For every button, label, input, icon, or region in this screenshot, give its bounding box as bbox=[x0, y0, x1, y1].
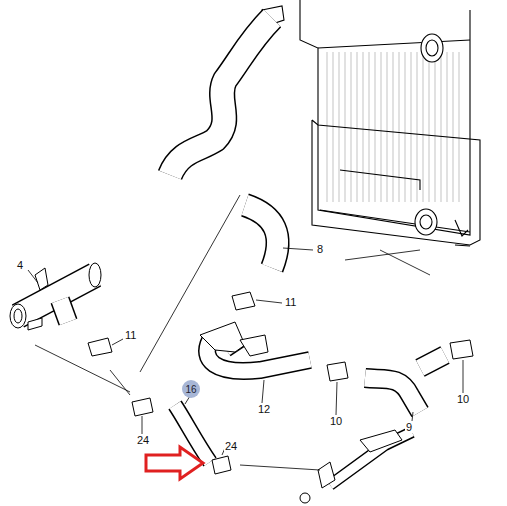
callout-number: 11 bbox=[124, 329, 137, 341]
highlight-circle: 16 bbox=[182, 380, 200, 398]
callout-number: 8 bbox=[316, 243, 324, 255]
callout-number: 12 bbox=[257, 403, 271, 415]
callout-number: 24 bbox=[136, 434, 150, 446]
callout-number: 24 bbox=[224, 440, 238, 452]
callout-number: 9 bbox=[405, 421, 413, 433]
callout-number: 10 bbox=[456, 393, 470, 405]
callout-number: 11 bbox=[284, 296, 297, 308]
pointer-arrow bbox=[146, 447, 203, 479]
callout-number: 16 bbox=[185, 384, 196, 395]
callout-number: 4 bbox=[16, 259, 24, 271]
callout-number: 10 bbox=[329, 415, 343, 427]
